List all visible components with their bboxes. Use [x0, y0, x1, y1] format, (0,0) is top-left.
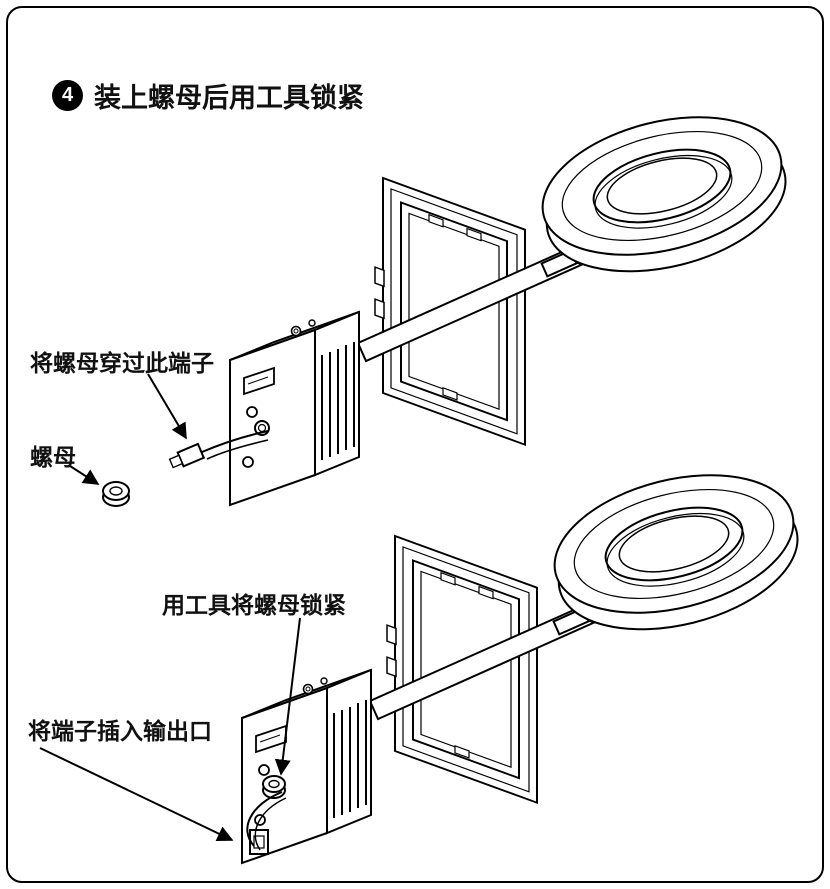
- step-title: 4 装上螺母后用工具锁紧: [52, 76, 364, 115]
- leader-pass-nut: [147, 373, 187, 440]
- lower-wire-into-output-port: [246, 791, 287, 855]
- label-pass-nut-through-terminal: 将螺母穿过此端子: [30, 350, 214, 376]
- lower-assembly: [241, 451, 813, 864]
- upper-assembly: [229, 93, 801, 507]
- step-number-badge: 4: [52, 80, 83, 111]
- leader-insert-terminal: [39, 747, 234, 841]
- step-title-text: 装上螺母后用工具锁紧: [94, 83, 364, 113]
- label-insert-terminal-output: 将端子插入输出口: [28, 718, 212, 744]
- leader-nut: [69, 465, 100, 485]
- upper-wire-and-terminal: [168, 430, 269, 469]
- label-nut: 螺母: [30, 444, 76, 470]
- leader-tighten: [274, 617, 301, 776]
- loose-nut: [102, 481, 130, 507]
- label-tighten-with-tool: 用工具将螺母锁紧: [162, 592, 346, 618]
